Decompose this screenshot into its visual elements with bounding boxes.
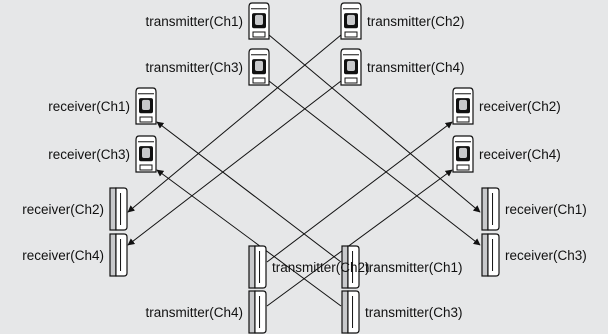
receiver-ch2-label: receiver(Ch2): [22, 202, 104, 217]
beam-arrow-d13-to-d6: [266, 121, 453, 263]
transmitter-ch1-label: transmitter(Ch1): [365, 260, 463, 275]
transmitter-ch1-label: transmitter(Ch1): [145, 14, 243, 29]
receiver-ch3-sensor-icon: [481, 233, 500, 277]
transmitter-ch3-label: transmitter(Ch3): [365, 305, 463, 320]
transmitter-ch2-label: transmitter(Ch2): [367, 14, 465, 29]
transmitter-ch4-sensor-icon: [248, 290, 267, 334]
receiver-ch1-label: receiver(Ch1): [48, 99, 130, 114]
receiver-ch4-sensor-icon: [452, 135, 474, 173]
transmitter-ch2-sensor-icon: [340, 2, 362, 40]
device-housing: [254, 245, 267, 289]
receiver-ch3-label: receiver(Ch3): [48, 147, 130, 162]
mount-plate: [481, 187, 489, 231]
receiver-ch2-sensor-icon: [452, 87, 474, 125]
transmitter-ch3-sensor-icon: [248, 48, 270, 86]
transmitter-ch2-sensor-icon: [248, 245, 267, 289]
receiver-ch3-sensor-icon: [135, 135, 157, 173]
mount-plate: [248, 245, 256, 289]
receiver-ch3-label: receiver(Ch3): [505, 248, 587, 263]
device-housing: [115, 233, 128, 277]
receiver-ch1-label: receiver(Ch1): [505, 202, 587, 217]
receiver-ch4-label: receiver(Ch4): [22, 248, 104, 263]
transmitter-ch4-label: transmitter(Ch4): [367, 60, 465, 75]
receiver-ch1-sensor-icon: [135, 87, 157, 125]
lens: [142, 147, 150, 158]
device-housing: [254, 290, 267, 334]
transmitter-ch4-label: transmitter(Ch4): [145, 305, 243, 320]
beam-arrow-d2-to-d9: [127, 34, 342, 213]
lens: [347, 60, 355, 71]
receiver-ch2-label: receiver(Ch2): [479, 99, 561, 114]
beam-arrow-d16-to-d7: [156, 169, 342, 307]
lens: [142, 99, 150, 110]
labels: transmitter(Ch1)transmitter(Ch2)transmit…: [22, 14, 587, 320]
beams: [127, 34, 481, 307]
lens: [459, 99, 467, 110]
device-housing: [347, 290, 360, 334]
transmitter-ch1-sensor-icon: [248, 2, 270, 40]
device-housing: [487, 233, 500, 277]
transmitter-ch1-sensor-icon: [341, 245, 360, 289]
mount-plate: [341, 290, 349, 334]
device-housing: [115, 187, 128, 231]
lens: [459, 147, 467, 158]
beam-arrow-d3-to-d12: [268, 80, 481, 246]
receiver-ch4-sensor-icon: [109, 233, 128, 277]
mount-plate: [109, 187, 117, 231]
transmitter-ch2-label: transmitter(Ch2): [272, 260, 370, 275]
mount-plate: [109, 233, 117, 277]
transmitter-ch3-label: transmitter(Ch3): [145, 60, 243, 75]
devices: [109, 2, 500, 334]
receiver-ch1-sensor-icon: [481, 187, 500, 231]
transmitter-ch4-sensor-icon: [340, 48, 362, 86]
beam-arrow-d4-to-d11: [127, 80, 342, 246]
beam-arrow-d1-to-d10: [268, 34, 481, 213]
mount-plate: [481, 233, 489, 277]
transmitter-ch3-sensor-icon: [341, 290, 360, 334]
receiver-ch2-sensor-icon: [109, 187, 128, 231]
device-housing: [347, 245, 360, 289]
lens: [255, 60, 263, 71]
mount-plate: [248, 290, 256, 334]
beam-arrow-d14-to-d5: [156, 121, 342, 263]
beam-arrow-d15-to-d8: [266, 169, 453, 307]
device-housing: [487, 187, 500, 231]
lens: [255, 14, 263, 25]
lens: [347, 14, 355, 25]
receiver-ch4-label: receiver(Ch4): [479, 147, 561, 162]
